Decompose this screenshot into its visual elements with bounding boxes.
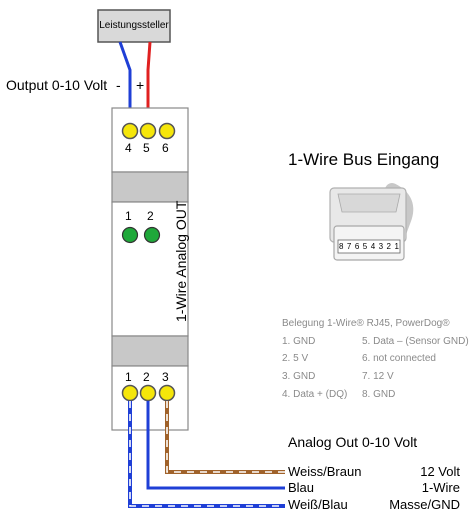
wire-3-function: Masse/GND (389, 497, 460, 512)
terminal-6-label: 6 (162, 141, 169, 155)
rj45-pin-1: 1 (394, 242, 399, 251)
pinout-title: Belegung 1-Wire® RJ45, PowerDog® (282, 318, 450, 329)
terminal-4-label: 4 (125, 141, 132, 155)
wire-2-function: 1-Wire (421, 480, 460, 495)
pinout-right-7: 7. 12 V (362, 371, 394, 382)
wire-weiss-blau (128, 401, 285, 508)
terminal-6 (158, 122, 176, 140)
rj45-pin-2: 2 (386, 242, 391, 251)
led-1 (121, 226, 139, 244)
wire-1-function: 12 Volt (420, 464, 460, 479)
output-minus-label: - (116, 77, 121, 93)
rj45-pin-4: 4 (370, 242, 376, 251)
terminal-5-label: 5 (143, 141, 150, 155)
pinout-left-2: 2. 5 V (282, 353, 309, 364)
pinout-right-5: 5. Data – (Sensor GND) (362, 336, 469, 347)
led-2 (143, 226, 161, 244)
terminal-2-label: 2 (143, 370, 150, 384)
terminal-3 (158, 384, 176, 402)
wire-weiss-braun (165, 401, 285, 474)
output-label: Output 0-10 Volt (6, 77, 108, 93)
terminal-1-label: 1 (125, 370, 132, 384)
rj45-pin-7: 7 (346, 242, 352, 251)
led-2-label: 2 (147, 209, 154, 223)
pinout-left-4: 4. Data + (DQ) (282, 389, 348, 400)
rj45-pin-6: 6 (354, 242, 360, 251)
output-wire-red (146, 41, 152, 118)
leistungssteller-label: Leistungssteller (99, 20, 169, 31)
rj45-pin-8: 8 (339, 242, 344, 251)
rj45-pin-5: 5 (362, 242, 368, 251)
rj45-connector (329, 183, 414, 261)
led-1-label: 1 (125, 209, 132, 223)
terminal-2 (139, 384, 157, 402)
terminal-5 (139, 122, 157, 140)
rj45-pin-3: 3 (378, 242, 384, 251)
leistungssteller-box (97, 9, 171, 43)
output-plus-label: + (136, 77, 145, 93)
wire-blau (146, 401, 285, 490)
rj45-pin-numbers: 8 7 6 5 4 3 2 1 (339, 241, 399, 252)
output-wire-blue (118, 41, 132, 118)
module-label: 1-Wire Analog OUT (173, 200, 189, 322)
terminal-3-label: 3 (162, 370, 169, 384)
analog-out-title: Analog Out 0-10 Volt (288, 434, 418, 450)
wire-1-name: Weiss/Braun (288, 464, 362, 479)
wire-3-name: Weiß/Blau (288, 497, 348, 512)
wire-2-name: Blau (288, 480, 315, 495)
pinout-left-3: 3. GND (282, 371, 316, 382)
terminal-4 (121, 122, 139, 140)
rj45-title: 1-Wire Bus Eingang (288, 150, 440, 169)
pinout-left-1: 1. GND (282, 336, 316, 347)
terminal-1 (121, 384, 139, 402)
pinout-right-6: 6. not connected (362, 353, 436, 364)
pinout-right-8: 8. GND (362, 389, 396, 400)
module-body (111, 107, 189, 431)
